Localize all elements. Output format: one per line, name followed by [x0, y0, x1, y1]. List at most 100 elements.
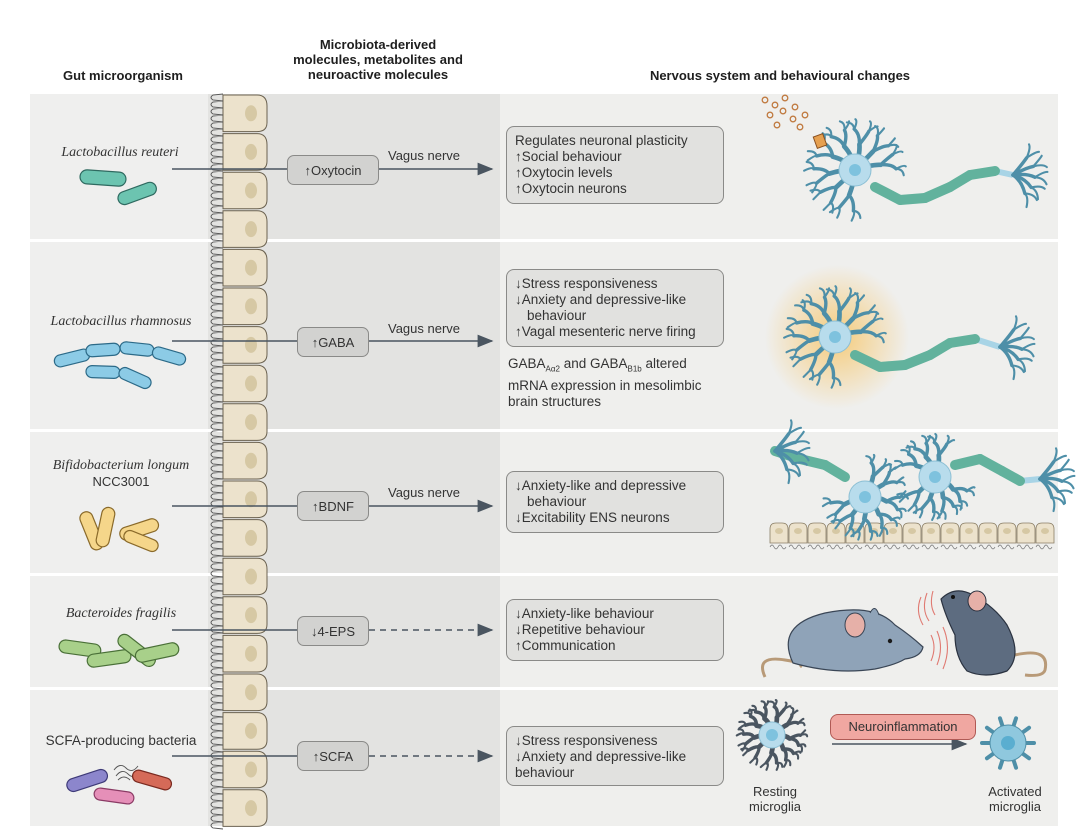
cell-nucleus: [794, 528, 802, 534]
cell-nucleus: [245, 761, 257, 778]
microvilli: [826, 544, 844, 550]
microvilli: [940, 544, 958, 550]
microvilli: [883, 544, 901, 550]
dendrite: [786, 317, 798, 324]
dendrite: [798, 352, 818, 361]
dendrite: [794, 440, 810, 445]
dendrite: [822, 295, 828, 316]
dendrite: [821, 501, 832, 508]
organism-label: Bacteroides fragilis: [65, 606, 177, 621]
note-text: altered: [641, 356, 687, 371]
dendrite: [895, 167, 905, 177]
header-line: molecules, metabolites and: [293, 52, 463, 67]
dendrite: [751, 704, 757, 714]
cell-nucleus: [889, 528, 897, 534]
myelin-sheath: [997, 466, 1025, 486]
microglia-activation-illustration: [735, 698, 1036, 771]
microvilli: [921, 544, 939, 550]
left-mouse-icon: [761, 608, 949, 678]
dendrite: [1012, 322, 1028, 331]
organism-name: Bifidobacterium longum: [52, 458, 190, 473]
dendrite: [785, 327, 795, 337]
note-line: mRNA expression in mesolimbic: [508, 377, 702, 393]
effect-item: ↓Anxiety-like behaviour: [515, 606, 654, 621]
dendrite: [906, 452, 918, 468]
row-divider: [30, 573, 1058, 576]
intestinal-epithelium: [210, 93, 268, 830]
dendrite: [812, 167, 831, 176]
dendrite: [787, 736, 801, 748]
effect-item: ↑Social behaviour: [515, 149, 622, 164]
dendrite: [1010, 364, 1016, 381]
cell-nucleus: [245, 298, 257, 315]
cell-nucleus: [245, 607, 257, 624]
effects-box: ↓Stress responsiveness ↓Anxiety and depr…: [506, 726, 724, 786]
organism-label: Lactobacillus reuteri: [61, 145, 179, 160]
effects-box: ↓Stress responsiveness ↓Anxiety and depr…: [506, 269, 724, 347]
oxytocin-molecule: [801, 111, 809, 119]
dendrite: [808, 373, 821, 381]
vagus-nerve-label: Vagus nerve: [388, 485, 461, 500]
neuron-nucleus: [859, 491, 871, 503]
molecule-box-scfa: ↑SCFA: [297, 741, 369, 771]
dendrite: [838, 120, 846, 132]
dendrite: [919, 496, 932, 511]
oxytocin-molecule: [781, 94, 789, 102]
dendrite: [1023, 192, 1029, 209]
effect-item: ↓Excitability ENS neurons: [515, 510, 670, 525]
dendrite: [822, 201, 832, 211]
dendrite: [763, 700, 770, 709]
dendrite: [1017, 358, 1026, 373]
dendrite: [775, 761, 780, 771]
dendrite: [806, 154, 818, 162]
dendrite: [826, 513, 837, 519]
lactobacillus-rhamnosus-bacteria-icon: [53, 341, 187, 390]
dendrite: [850, 530, 860, 538]
oxytocin-molecule: [789, 115, 797, 123]
neuron-nucleus: [929, 471, 941, 483]
cell-nucleus: [245, 259, 257, 276]
vagus-nerve-label: Vagus nerve: [388, 148, 461, 163]
organism-label: Lactobacillus rhamnosus: [50, 314, 192, 329]
dendrite: [817, 360, 831, 377]
cell-nucleus: [946, 528, 954, 534]
dendrite: [856, 294, 866, 304]
dendrite: [869, 530, 874, 541]
dendrite: [1038, 477, 1054, 500]
scfa-producing-bacteria-icon: [66, 765, 173, 805]
dendrite: [795, 452, 810, 462]
microvilli: [978, 544, 996, 550]
dendrite: [833, 502, 846, 517]
dendrite: [856, 517, 867, 533]
dendrite: [738, 720, 747, 727]
dendrite: [802, 308, 815, 326]
dendrite: [746, 745, 761, 753]
dendrite: [781, 747, 788, 762]
effect-item: behaviour: [515, 765, 575, 780]
molecule-box-4-eps: ↓4-EPS: [297, 616, 369, 646]
activated-microglia-label: Activated microglia: [975, 784, 1055, 814]
effect-item: behaviour: [527, 494, 587, 509]
dendrite: [912, 507, 923, 514]
cell-nucleus: [245, 529, 257, 546]
dendrite: [830, 518, 842, 523]
dendrite: [896, 492, 907, 497]
effect-item: Regulates neuronal plasticity: [515, 133, 688, 148]
dendrite: [792, 334, 811, 343]
microvilli: [959, 544, 977, 550]
oxytocin-molecule: [779, 107, 787, 115]
effect-item: ↓Anxiety and depressive-like: [515, 292, 687, 307]
gut-lumen-panel: [30, 94, 208, 826]
cell-nucleus: [245, 491, 257, 508]
dendrite: [881, 480, 899, 487]
dendrite: [829, 500, 846, 507]
dendrite: [1052, 454, 1068, 463]
microvilli: [864, 544, 882, 550]
header-microbiota-molecules: Microbiota-derived molecules, metabolite…: [268, 37, 488, 82]
dendrite: [857, 129, 871, 147]
dendrite: [805, 181, 818, 187]
header-gut-microorganism: Gut microorganism: [63, 68, 183, 83]
cell-nucleus: [245, 375, 257, 392]
resting-microglia-label: Resting microglia: [740, 784, 810, 814]
neuron-nucleus: [849, 164, 861, 176]
